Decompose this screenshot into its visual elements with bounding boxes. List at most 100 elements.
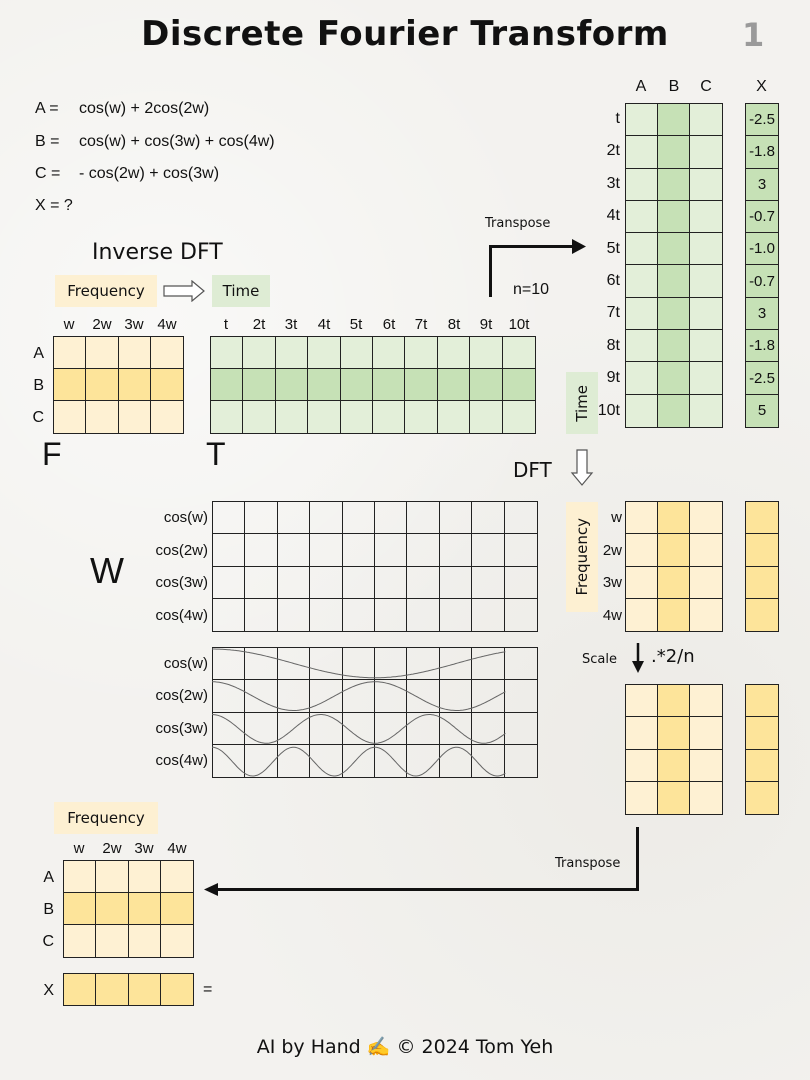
cell bbox=[626, 330, 658, 363]
col-label: 7t bbox=[414, 316, 428, 333]
cell bbox=[277, 534, 311, 567]
cell bbox=[160, 893, 193, 925]
time-tag-vertical: Time bbox=[566, 372, 598, 434]
row-label: 5t bbox=[606, 239, 620, 257]
cell bbox=[437, 369, 471, 401]
row-label: A bbox=[43, 869, 54, 886]
cell bbox=[690, 297, 722, 331]
cell bbox=[472, 744, 505, 777]
row-label: B bbox=[33, 377, 44, 394]
row-label: cos(3w) bbox=[155, 720, 208, 737]
cell bbox=[310, 534, 343, 567]
cell bbox=[211, 369, 244, 401]
x-value-cell: 3 bbox=[746, 168, 778, 201]
cell bbox=[626, 136, 658, 169]
x-value-cell: -2.5 bbox=[746, 104, 778, 137]
cell bbox=[342, 680, 375, 713]
scaled-frequency-matrix bbox=[625, 684, 723, 815]
cell bbox=[342, 534, 375, 567]
cell bbox=[64, 925, 97, 957]
row-label: 9t bbox=[606, 369, 620, 387]
cell bbox=[405, 369, 438, 401]
x-header: X bbox=[756, 78, 767, 95]
cell bbox=[213, 744, 246, 777]
col-label: 3w bbox=[134, 840, 154, 857]
cell bbox=[690, 717, 722, 750]
cell bbox=[211, 337, 244, 369]
x-value-cell: 5 bbox=[746, 394, 778, 427]
transpose-arrow-horizontal bbox=[489, 245, 574, 248]
cell bbox=[407, 744, 440, 777]
cell bbox=[407, 566, 440, 599]
cell bbox=[375, 502, 408, 535]
cell bbox=[342, 648, 375, 681]
col-label: 3t bbox=[284, 316, 298, 333]
cell bbox=[472, 502, 505, 535]
cell bbox=[277, 648, 311, 681]
col-label: 4w bbox=[167, 840, 187, 857]
cell bbox=[150, 401, 183, 433]
cell bbox=[375, 534, 408, 567]
row-label: 3w bbox=[602, 574, 622, 591]
cell bbox=[213, 680, 246, 713]
cell bbox=[658, 394, 690, 427]
row-label: 2w bbox=[602, 542, 622, 559]
cell bbox=[375, 598, 408, 631]
x-value-cell: -0.7 bbox=[746, 200, 778, 234]
cell bbox=[405, 337, 438, 369]
dft-label: DFT bbox=[513, 458, 552, 482]
col-label: 4w bbox=[157, 316, 177, 333]
cell bbox=[96, 893, 129, 925]
cosine-basis-plot bbox=[212, 647, 538, 778]
cell bbox=[746, 566, 778, 599]
cell bbox=[437, 337, 471, 369]
arrow-right-icon bbox=[572, 239, 586, 254]
row-label: w bbox=[611, 509, 622, 526]
cell bbox=[626, 200, 658, 234]
cell bbox=[626, 685, 658, 718]
cell bbox=[118, 369, 151, 401]
cell bbox=[343, 598, 375, 631]
transpose-arrow-vertical bbox=[489, 245, 492, 297]
result-frequency-matrix bbox=[63, 860, 194, 958]
cell bbox=[160, 925, 193, 957]
cell bbox=[128, 974, 161, 1005]
cell bbox=[504, 713, 537, 745]
col-label: 8t bbox=[447, 316, 461, 333]
cell bbox=[86, 369, 119, 401]
hollow-down-arrow-icon bbox=[570, 449, 594, 486]
cell bbox=[407, 648, 440, 681]
cell bbox=[213, 712, 246, 745]
cell bbox=[340, 369, 373, 401]
col-label: 9t bbox=[479, 316, 493, 333]
cell bbox=[439, 502, 473, 535]
cell bbox=[407, 680, 440, 713]
cell bbox=[658, 502, 690, 535]
w-label: W bbox=[90, 550, 124, 591]
col-label: 2w bbox=[102, 840, 122, 857]
row-label: cos(3w) bbox=[155, 574, 208, 591]
cell bbox=[213, 502, 246, 535]
cell bbox=[658, 598, 690, 631]
arrow-down-icon bbox=[632, 643, 644, 673]
cell bbox=[407, 712, 440, 745]
cell bbox=[342, 566, 375, 599]
cell bbox=[690, 168, 722, 201]
cell bbox=[626, 168, 658, 201]
cell bbox=[470, 337, 503, 369]
cell bbox=[277, 712, 311, 745]
cell bbox=[658, 717, 690, 750]
time-tag: Time bbox=[212, 275, 270, 307]
cell bbox=[626, 394, 658, 427]
transpose-bottom-horizontal bbox=[215, 888, 639, 891]
col-label: 10t bbox=[508, 316, 530, 333]
row-label: cos(4w) bbox=[155, 752, 208, 769]
cell bbox=[504, 502, 537, 535]
result-frequency-tag: Frequency bbox=[54, 802, 158, 834]
cell bbox=[277, 680, 311, 713]
cell bbox=[211, 401, 244, 433]
cell bbox=[245, 502, 278, 535]
row-label: cos(4w) bbox=[155, 607, 208, 624]
cell bbox=[96, 974, 129, 1005]
